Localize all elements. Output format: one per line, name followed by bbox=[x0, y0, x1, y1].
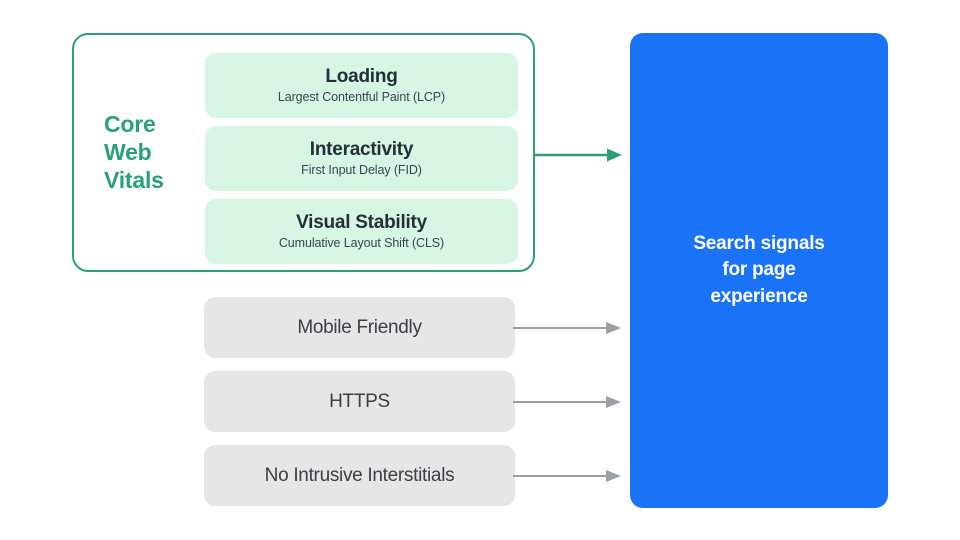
signal-label-https: HTTPS bbox=[329, 390, 390, 412]
signal-card-mobile-friendly[interactable]: Mobile Friendly bbox=[204, 297, 515, 358]
metric-subtitle-visual-stability: Cumulative Layout Shift (CLS) bbox=[278, 235, 445, 250]
metric-subtitle-loading: Largest Contentful Paint (LCP) bbox=[277, 89, 446, 104]
outcome-card-search-signals[interactable]: Search signals for page experience bbox=[630, 33, 888, 508]
arrow-no-intrusive-interstitials-to-outcome bbox=[513, 470, 621, 482]
core-web-vitals-label: Core Web Vitals bbox=[104, 111, 164, 194]
core-web-vitals-group: Core Web Vitals Loading Largest Contentf… bbox=[72, 33, 535, 272]
outcome-label: Search signals for page experience bbox=[693, 233, 825, 307]
metric-title-interactivity: Interactivity bbox=[309, 138, 414, 160]
arrow-mobile-friendly-to-outcome bbox=[513, 322, 621, 334]
metric-card-visual-stability[interactable]: Visual Stability Cumulative Layout Shift… bbox=[205, 199, 518, 264]
signal-card-https[interactable]: HTTPS bbox=[204, 371, 515, 432]
metric-card-interactivity[interactable]: Interactivity First Input Delay (FID) bbox=[205, 126, 518, 191]
metric-card-loading[interactable]: Loading Largest Contentful Paint (LCP) bbox=[205, 53, 518, 118]
signal-label-mobile-friendly: Mobile Friendly bbox=[297, 316, 422, 338]
arrow-https-to-outcome bbox=[513, 396, 621, 408]
arrow-core-web-vitals-to-outcome bbox=[533, 148, 622, 162]
metric-title-visual-stability: Visual Stability bbox=[296, 211, 427, 233]
signal-card-no-intrusive-interstitials[interactable]: No Intrusive Interstitials bbox=[204, 445, 515, 506]
signal-label-no-intrusive-interstitials: No Intrusive Interstitials bbox=[264, 464, 455, 486]
metric-title-loading: Loading bbox=[325, 65, 398, 87]
metric-subtitle-interactivity: First Input Delay (FID) bbox=[301, 162, 422, 177]
